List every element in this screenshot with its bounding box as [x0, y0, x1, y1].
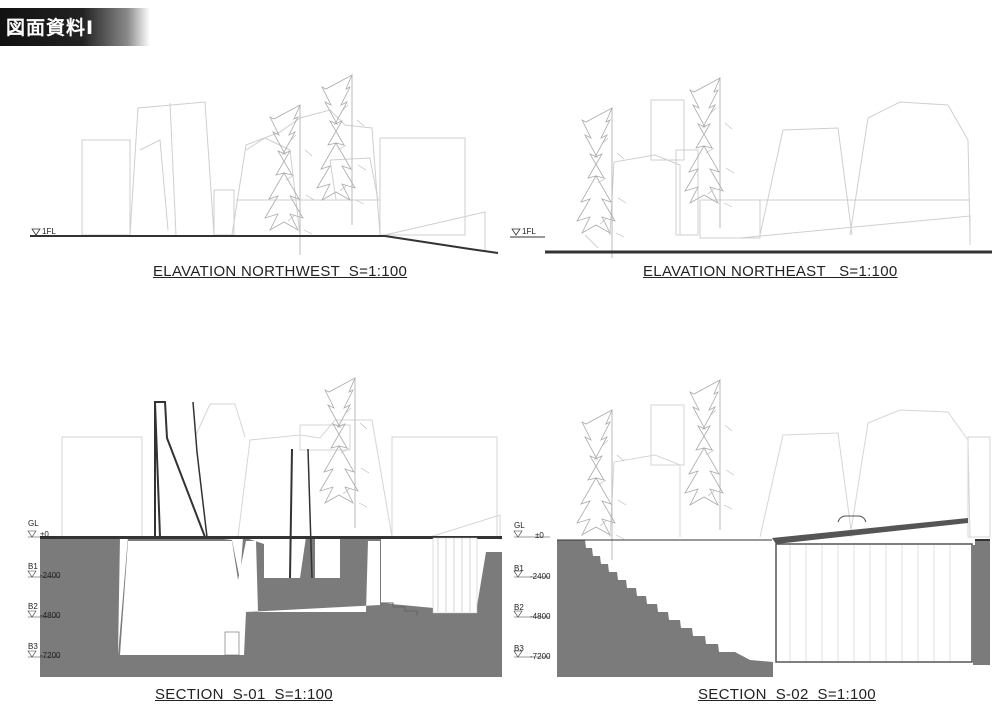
section-s02-background	[609, 404, 991, 538]
level-gl-value-s01: ±0	[40, 530, 49, 539]
floor-marker-northwest: 1FL	[42, 227, 56, 236]
tree-icon	[684, 77, 735, 229]
elevation-northwest-drawing	[81, 101, 486, 250]
level-b2-name-s02: B2	[514, 603, 524, 612]
floor-marker-northeast: 1FL	[522, 227, 536, 236]
elevation-northeast-drawing	[584, 99, 971, 249]
level-b1-name-s02: B1	[514, 564, 524, 573]
tree-icon	[319, 377, 370, 529]
level-gl-name-s02: GL	[514, 521, 525, 530]
ground-line-northeast	[510, 228, 992, 254]
section-s01-cut	[40, 401, 502, 677]
caption-section-s01: SECTION S-01 S=1:100	[155, 686, 333, 703]
tree-icon	[264, 104, 315, 256]
level-gl-value-s02: ±0	[535, 531, 544, 540]
caption-elevation-northwest: ELAVATION NORTHWEST S=1:100	[153, 263, 408, 280]
tree-icon	[576, 409, 627, 561]
caption-section-s02: SECTION S-02 S=1:100	[698, 686, 876, 703]
level-b1-value-s01: -2400	[40, 571, 61, 580]
level-markers-s01	[27, 530, 60, 658]
section-s02-cut	[557, 515, 990, 677]
caption-elevation-northeast: ELAVATION NORTHEAST S=1:100	[643, 263, 898, 280]
level-markers-s02	[513, 530, 550, 658]
level-b2-name-s01: B2	[28, 602, 38, 611]
sheet-title-tab	[0, 8, 150, 46]
tree-icon	[684, 379, 735, 531]
level-b3-value-s01: -7200	[40, 651, 61, 660]
level-b2-value-s01: -4800	[40, 611, 61, 620]
tree-icon	[576, 107, 627, 259]
section-s01-background	[61, 403, 501, 540]
level-b3-value-s02: -7200	[530, 652, 551, 661]
tree-icon	[316, 74, 367, 226]
level-b2-value-s02: -4800	[530, 612, 551, 621]
level-b1-name-s01: B1	[28, 562, 38, 571]
ground-line-northwest	[30, 228, 499, 254]
sheet-title: 図面資料Ⅰ	[6, 17, 95, 39]
level-b1-value-s02: -2400	[530, 572, 551, 581]
level-b3-name-s01: B3	[28, 642, 38, 651]
level-b3-name-s02: B3	[514, 644, 524, 653]
level-gl-name-s01: GL	[28, 519, 39, 528]
